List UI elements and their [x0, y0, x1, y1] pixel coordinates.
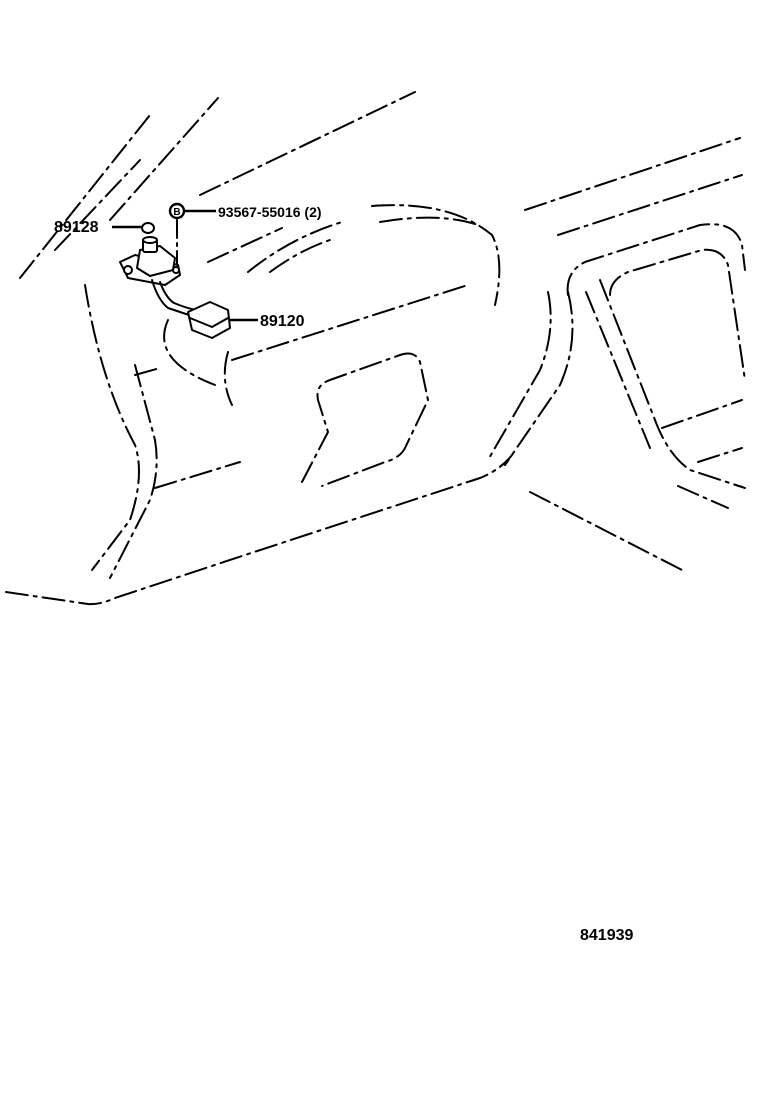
cap-89128: [141, 222, 155, 234]
illustration-number: 841939: [580, 927, 633, 944]
bolt-symbol-icon: B: [168, 202, 186, 220]
connector-89120: [187, 301, 231, 339]
callout-89128: 89128: [54, 219, 99, 236]
vehicle-body-outline: [5, 91, 746, 606]
module-89128-bracket: [119, 222, 181, 286]
callout-bolt-93567-55016: 93567-55016 (2): [218, 204, 322, 220]
wire-harness: [151, 279, 197, 317]
callout-89120: 89120: [260, 313, 305, 330]
svg-text:B: B: [173, 207, 180, 218]
